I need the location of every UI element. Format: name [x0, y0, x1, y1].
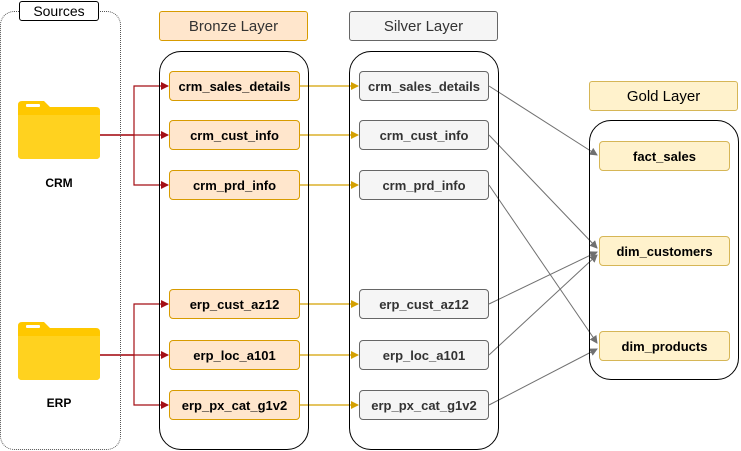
- gold-dim-customers: dim_customers: [599, 236, 730, 266]
- silver-to-gold-edges: [488, 85, 598, 406]
- edge-silver-fact-sales: [488, 85, 598, 156]
- gold-layer-title: Gold Layer: [589, 81, 738, 111]
- erp-source-label: ERP: [46, 396, 72, 410]
- bronze-table-erp-px-cat-g1v2: erp_px_cat_g1v2: [169, 390, 300, 420]
- silver-table-crm-sales-details: crm_sales_details: [359, 71, 489, 101]
- gold-dim-products: dim_products: [599, 331, 730, 361]
- silver-table-erp-cust-az12: erp_cust_az12: [359, 289, 489, 319]
- crm-source-label: CRM: [45, 176, 73, 190]
- bronze-to-silver-edges: [300, 82, 359, 409]
- bronze-table-erp-cust-az12: erp_cust_az12: [169, 289, 300, 319]
- edge-erp-erp-px-cat-g1v2: [98, 354, 169, 409]
- erp-to-bronze-edges: [98, 300, 169, 409]
- bronze-table-crm-sales-details: crm_sales_details: [169, 71, 300, 101]
- edge-silver-cust-info-dim-customers: [488, 134, 598, 249]
- silver-table-erp-px-cat-g1v2: erp_px_cat_g1v2: [359, 390, 489, 420]
- crm-source: [18, 101, 100, 164]
- gold-fact-sales: fact_sales: [599, 141, 730, 171]
- silver-table-crm-prd-info: crm_prd_info: [359, 170, 489, 200]
- silver-layer-title: Silver Layer: [349, 11, 498, 41]
- bronze-layer-title: Bronze Layer: [159, 11, 308, 41]
- edge-silver-px-cat-dim-products: [488, 348, 598, 406]
- folder-icon: [18, 101, 100, 159]
- silver-table-erp-loc-a101: erp_loc_a101: [359, 340, 489, 370]
- bronze-table-crm-prd-info: crm_prd_info: [169, 170, 300, 200]
- folder-icon: [18, 322, 100, 380]
- edge-silver-prd-info-dim-products: [488, 184, 598, 344]
- edge-silver-loc-a101-dim-customers: [488, 254, 598, 356]
- bronze-table-erp-loc-a101: erp_loc_a101: [169, 340, 300, 370]
- edge-crm-crm-prd-info: [98, 134, 169, 189]
- erp-source: [18, 322, 100, 385]
- silver-table-crm-cust-info: crm_cust_info: [359, 120, 489, 150]
- crm-to-bronze-edges: [98, 82, 169, 189]
- sources-title: Sources: [19, 1, 99, 21]
- bronze-table-crm-cust-info: crm_cust_info: [169, 120, 300, 150]
- silver-layer-container: [349, 51, 499, 450]
- gold-layer-container: [589, 120, 739, 380]
- edge-silver-cust-az12-dim-customers: [488, 251, 598, 305]
- bronze-layer-container: [159, 51, 309, 450]
